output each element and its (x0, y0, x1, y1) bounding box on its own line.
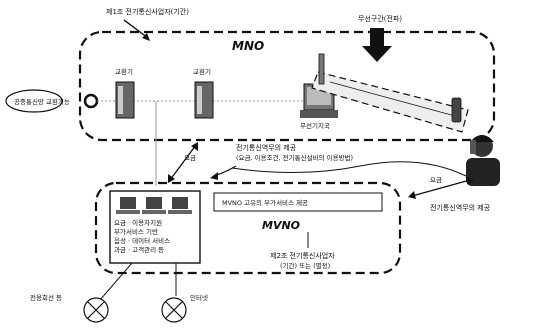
mvno-inner-box-label: MVNO 고유의 부가서비스 제공 (222, 198, 308, 207)
base-station-label: 무선기지국 (300, 121, 330, 130)
exchange-2-panel (197, 86, 202, 114)
provision-line-1: 전기통신역무의 제공 (236, 143, 297, 152)
mno-header-arrow (124, 20, 148, 38)
curve-to-customer (232, 162, 466, 176)
services-line-4: 과금 · 고객관리 등 (114, 245, 164, 254)
mobile-phone-icon (452, 98, 461, 122)
internet-symbol (162, 298, 186, 322)
services-line-3: 음성 · 데이터 서비스 (114, 236, 170, 245)
mno-header-label: 제1조 전기통신사업자(기간) (106, 7, 189, 16)
connector-circle (85, 95, 97, 107)
registration-line-2: (기간) 또는 (별정) (280, 261, 330, 270)
base-station-stand (300, 110, 338, 118)
mno-title: MNO (232, 39, 264, 53)
ring-network-label: 공중통신망 교환기능 (14, 97, 70, 106)
customer-payment-arrowhead-left (408, 191, 416, 199)
radio-beam (312, 72, 468, 132)
registration-line-1: 제2조 전기통신사업자 (270, 251, 335, 260)
services-line-2: 부가서비스 기반 (114, 227, 158, 236)
bottom-left-label: 전용회선 등 (30, 293, 62, 302)
antenna-icon (319, 54, 324, 84)
leased-line-symbol (84, 298, 108, 322)
wireless-label: 무선구간(전파) (358, 14, 402, 23)
exchange-1-label: 교환기 (115, 67, 133, 76)
provision-line-2: (요금, 이용조건, 전기통신설비의 이용방법) (236, 153, 353, 162)
payment-arrow-line (170, 145, 196, 180)
bottom-right-label: 인터넷 (190, 293, 208, 302)
exchange-2-label: 교환기 (193, 67, 211, 76)
payment-label-left: 요금 (184, 154, 196, 162)
mno-region (80, 32, 494, 140)
customer-provision-label: 전기통신역무의 제공 (430, 203, 491, 212)
exchange-1-panel (118, 86, 123, 114)
mvno-title: MVNO (262, 219, 300, 232)
services-line-1: 요금 · 이용자지원 (114, 218, 162, 227)
provision-arrowhead (210, 172, 218, 180)
payment-label-right: 요금 (430, 176, 442, 184)
